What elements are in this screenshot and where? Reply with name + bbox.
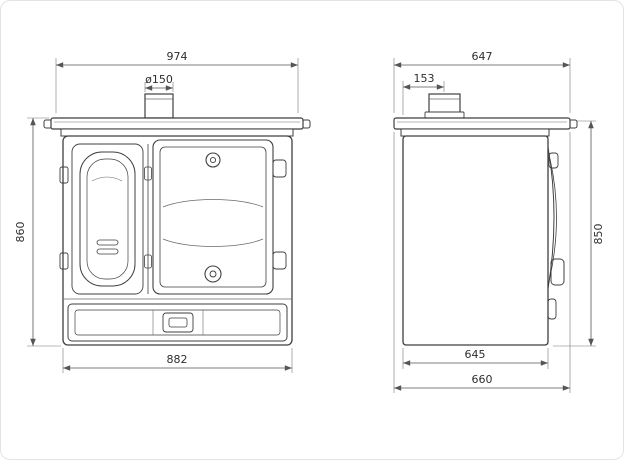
front-top-plate — [43, 117, 311, 137]
side-drawer-knob — [547, 298, 557, 320]
front-flue-diameter-dimension: ø150 — [144, 73, 174, 92]
side-overall-depth-label: 660 — [472, 373, 493, 386]
front-flue-diameter-label: ø150 — [145, 73, 173, 86]
front-vent-slot-2 — [96, 248, 119, 255]
side-body-depth-label: 645 — [465, 348, 486, 361]
side-body-depth-dimension: 645 — [402, 348, 549, 369]
front-left-hinge-bottom — [59, 252, 69, 270]
front-height-label: 860 — [14, 222, 27, 243]
front-body-width-label: 882 — [167, 353, 188, 366]
side-body — [402, 135, 549, 346]
side-top-depth-label: 647 — [472, 50, 493, 63]
side-height-label: 850 — [592, 224, 605, 245]
front-top-width-dimension: 974 — [55, 50, 299, 113]
front-flue-collar — [144, 93, 174, 119]
front-center-divider — [144, 144, 152, 294]
side-flue-offset-label: 153 — [414, 72, 435, 85]
side-flue-pipe — [424, 93, 465, 119]
side-top-plate — [393, 117, 578, 137]
side-door-profile — [547, 146, 565, 320]
side-top-depth-dimension: 647 — [393, 50, 571, 113]
side-overall-depth-dimension: 660 — [393, 132, 571, 393]
side-door-handle — [550, 258, 565, 286]
front-left-hinge-top — [59, 166, 69, 184]
front-body-width-dimension: 882 — [62, 348, 293, 373]
front-right-hinge-top — [272, 159, 287, 178]
front-door-latch — [205, 152, 221, 168]
front-left-door — [71, 143, 144, 295]
side-hinge-top — [548, 152, 559, 169]
front-view: 974 ø150 860 882 — [14, 50, 311, 373]
side-view: 647 153 850 645 660 — [393, 50, 605, 393]
side-flue-offset-dimension: 153 — [402, 72, 445, 115]
front-right-hinge-bottom — [272, 251, 287, 270]
side-height-dimension: 850 — [553, 120, 605, 347]
front-body — [62, 135, 293, 346]
front-vent-slot-1 — [96, 239, 119, 246]
front-door-handle — [204, 265, 222, 283]
front-top-width-label: 974 — [167, 50, 188, 63]
front-ash-drawer — [63, 298, 292, 342]
front-height-dimension: 860 — [14, 117, 61, 347]
front-fire-door — [152, 139, 274, 295]
front-drawer-handle — [162, 312, 194, 333]
